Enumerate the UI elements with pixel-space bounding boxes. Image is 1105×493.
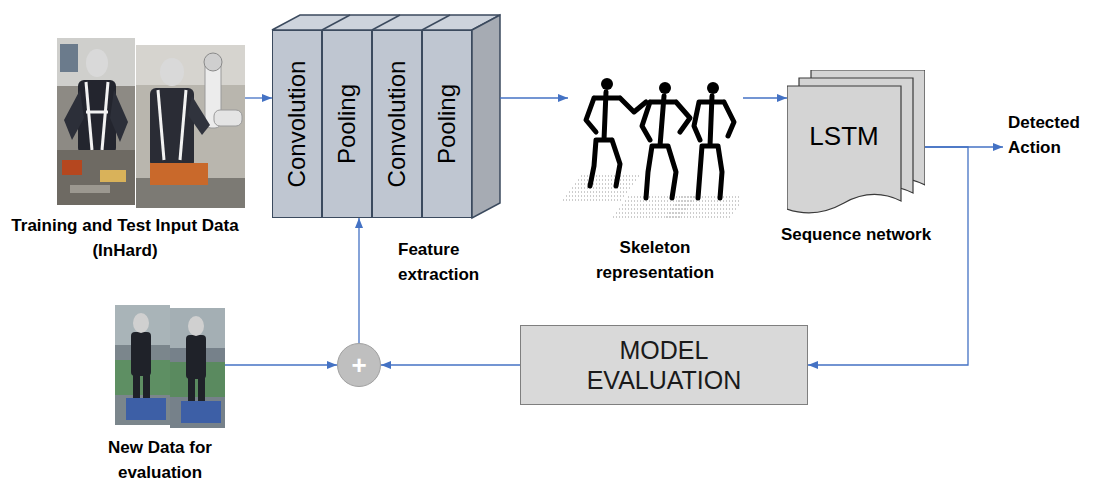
input-photo [57,38,135,205]
skeleton-joint [601,78,613,90]
block-depth [422,15,450,30]
new-data-node: New Data for evaluation [115,305,225,425]
evaluation-photo [170,308,225,428]
skeleton-floor [613,197,696,217]
evaluation-photo [126,398,166,420]
flow-arrow [245,97,272,98]
input-photo [136,45,245,208]
skeleton-joint [707,82,719,94]
skeleton-floor [563,176,641,200]
sequence-network-node: LSTMSequence network [787,70,925,215]
process-box: MODEL EVALUATION [520,325,808,405]
input-photo [60,44,78,72]
skeleton-figure [586,92,734,198]
skeleton-figure [586,92,646,186]
evaluation-photo [115,305,170,425]
input-photo [64,90,84,140]
skeleton-joint [601,78,719,94]
input-photo [136,45,245,208]
skeleton-node: Skeleton representation [568,70,743,225]
network-name: LSTM [787,86,901,186]
input-photo [86,49,108,77]
evaluation-photo [186,335,206,379]
layer-name: Pooling [333,84,361,164]
layer-slab: Convolution [372,30,422,218]
evaluation-photo [115,305,170,425]
input-photo [57,38,135,86]
input-photo [86,111,108,114]
input-photo [150,88,194,168]
input-photo [70,185,110,193]
output-label: Detected Action [1008,110,1100,160]
block-depth [272,15,500,30]
flow-arrow [225,364,337,365]
input-photo [86,82,92,150]
input-photo [204,53,222,71]
sum-symbol: + [351,352,366,378]
sum-circle: + [337,343,381,387]
input-photo [100,170,126,182]
input-photo [188,96,210,135]
flow-arrow [500,97,568,98]
flow-arrow [358,218,359,343]
layer-name: Convolution [383,61,411,188]
node-caption: Feature extraction [398,237,503,287]
layer-name: Pooling [433,84,461,164]
evaluation-photo [170,308,225,428]
evaluation-photo [181,401,221,423]
block-depth [272,15,500,218]
skeleton-figure [642,96,690,198]
block-depth [322,15,350,30]
layer-slab: Convolution [272,30,322,218]
input-photo [214,110,242,126]
input-photo [62,160,82,175]
input-photo [150,163,208,185]
evaluation-photo [133,313,149,333]
node-caption: Training and Test Input Data (InHard) [5,213,245,263]
evaluation-photo [188,316,204,336]
flow-arrow [743,97,787,98]
skeleton-figure [694,96,734,198]
layer-slab: Pooling [322,30,372,218]
node-caption: New Data for evaluation [95,435,225,485]
skeleton-floor [666,197,740,217]
input-photo [158,90,164,160]
layer-name: Convolution [283,61,311,188]
input-photo [57,38,135,205]
block-depth [472,15,500,218]
input-data-node: Training and Test Input Data (InHard) [57,38,245,208]
layer-slab: Pooling [422,30,472,218]
process-name: MODEL EVALUATION [574,335,754,395]
input-photo [110,90,128,142]
flow-arrow [381,364,520,365]
evaluation-photo [131,332,151,376]
node-caption: Sequence network [761,222,951,247]
page-shape [787,86,901,213]
input-photo [57,150,135,205]
input-photo [160,58,184,86]
input-photo [102,82,108,150]
skeleton-joint [659,82,671,94]
input-photo [136,45,245,85]
block-depth [372,15,400,30]
node-caption: Skeleton representation [575,235,735,285]
input-photo [180,90,186,160]
feature-extraction-block: Feature extractionConvolutionPoolingConv… [272,15,500,218]
